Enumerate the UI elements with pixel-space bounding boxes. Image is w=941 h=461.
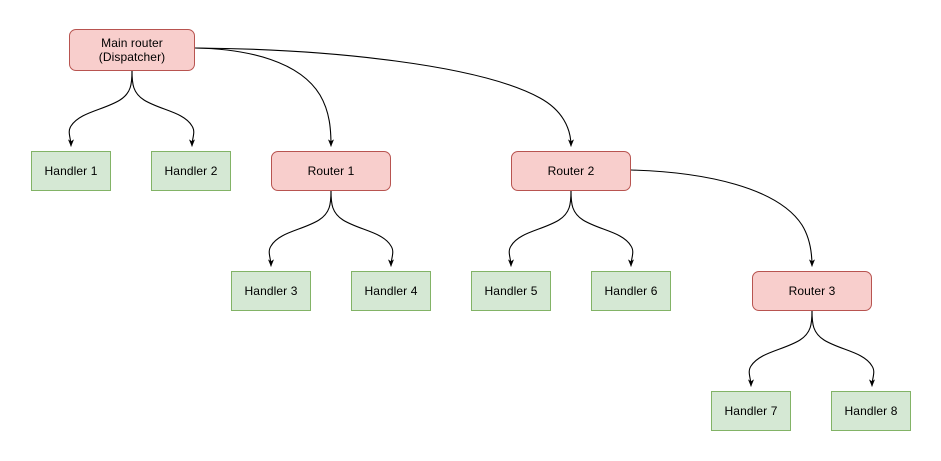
node-main-router-label: Main router (Dispatcher): [98, 36, 166, 64]
node-main-router[interactable]: Main router (Dispatcher): [69, 29, 195, 71]
node-router-2-label: Router 2: [547, 164, 595, 178]
edge-main-to-handler-2: [131, 70, 196, 147]
node-handler-5[interactable]: Handler 5: [471, 271, 551, 311]
node-handler-6-label: Handler 6: [604, 284, 658, 298]
node-handler-2[interactable]: Handler 2: [151, 151, 231, 191]
node-router-2[interactable]: Router 2: [511, 151, 631, 191]
node-handler-7[interactable]: Handler 7: [711, 391, 791, 431]
edge-router-2-to-router-3: [630, 169, 815, 267]
edge-router-1-to-handler-4: [330, 190, 395, 267]
node-handler-7-label: Handler 7: [724, 404, 778, 418]
edge-router-3-to-handler-7: [747, 310, 813, 387]
node-handler-1-label: Handler 1: [44, 164, 98, 178]
edge-router-1-to-handler-3: [267, 190, 332, 267]
edge-router-2-to-handler-5: [507, 190, 572, 267]
node-handler-6[interactable]: Handler 6: [591, 271, 671, 311]
edge-main-to-router-1: [194, 47, 334, 147]
edge-main-to-router-2: [194, 47, 574, 147]
node-router-1[interactable]: Router 1: [271, 151, 391, 191]
node-handler-3-label: Handler 3: [244, 284, 298, 298]
node-handler-8[interactable]: Handler 8: [831, 391, 911, 431]
node-handler-3[interactable]: Handler 3: [231, 271, 311, 311]
edge-main-to-handler-1: [67, 70, 133, 147]
node-handler-5-label: Handler 5: [484, 284, 538, 298]
node-router-1-label: Router 1: [307, 164, 355, 178]
edge-router-2-to-handler-6: [570, 190, 635, 267]
node-handler-4-label: Handler 4: [364, 284, 418, 298]
node-handler-4[interactable]: Handler 4: [351, 271, 431, 311]
edge-router-3-to-handler-8: [811, 310, 876, 387]
node-handler-2-label: Handler 2: [164, 164, 218, 178]
node-handler-8-label: Handler 8: [844, 404, 898, 418]
node-router-3-label: Router 3: [788, 284, 836, 298]
node-handler-1[interactable]: Handler 1: [31, 151, 111, 191]
node-router-3[interactable]: Router 3: [752, 271, 872, 311]
